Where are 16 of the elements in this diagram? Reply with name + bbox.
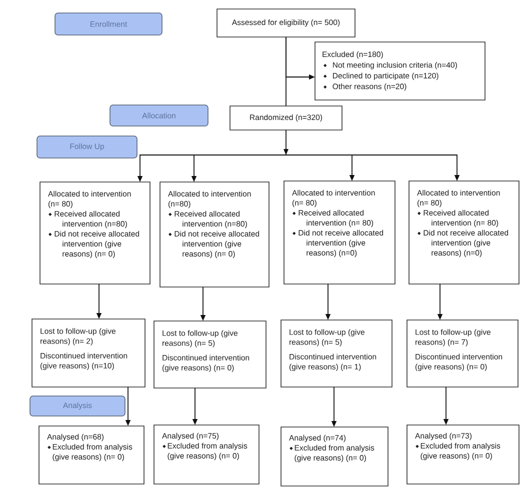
process-box: [406, 424, 520, 484]
process-box: [40, 182, 150, 284]
arrow: [284, 130, 288, 156]
process-box: [160, 182, 270, 288]
process-box: [154, 424, 260, 484]
process-box: [38, 426, 144, 484]
process-box: [406, 320, 518, 388]
connector-line: [194, 154, 286, 156]
process-box: [154, 320, 266, 388]
process-box: [32, 318, 146, 388]
connector-line: [286, 154, 352, 156]
process-box: [314, 42, 486, 100]
process-box: [408, 180, 520, 284]
process-box: [280, 426, 388, 486]
process-box: [284, 180, 396, 284]
process-box: [280, 320, 392, 388]
